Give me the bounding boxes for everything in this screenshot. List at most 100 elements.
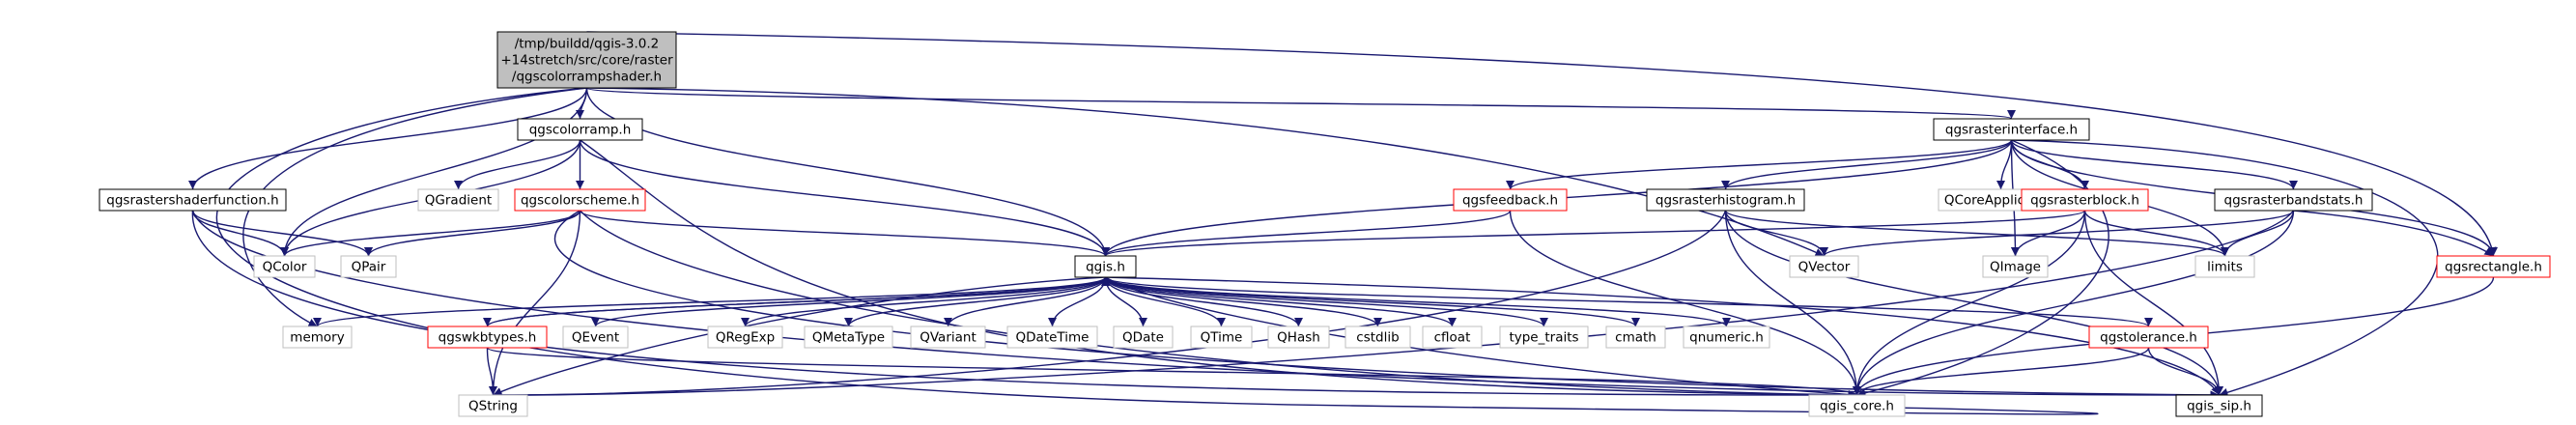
node-cmath: cmath xyxy=(1605,326,1666,349)
node-box-qvariant xyxy=(910,326,986,349)
node-box-qgsrasterbandstats xyxy=(2214,188,2373,212)
node-qdatetime: QDateTime xyxy=(1006,326,1098,349)
edge-qgis-to-qregexp xyxy=(741,276,1107,327)
edge-root-to-qgsrasterinterface xyxy=(585,87,2016,120)
node-qgscolorramp[interactable]: qgscolorramp.h xyxy=(517,118,643,141)
edge-qgsrasterbandstats-to-qgsrectangle xyxy=(2293,210,2494,257)
node-box-qhash xyxy=(1267,326,1330,349)
node-box-qevent xyxy=(562,326,629,349)
edge-qgis-to-cmath xyxy=(1104,276,1640,327)
node-qgsrasterblock[interactable]: qgsrasterblock.h xyxy=(2021,188,2149,212)
edge-qgsfeedback-to-qgis xyxy=(1101,210,1512,257)
node-label-qgsrasterblock: qgsrasterblock.h xyxy=(2030,193,2139,209)
node-label-qevent: QEvent xyxy=(572,330,619,346)
edge-qgsrasterbandstats-to-limits xyxy=(2221,210,2295,257)
edge-qgsrasterinterface-to-qgis_core xyxy=(1856,139,2109,398)
node-qregexp: QRegExp xyxy=(707,326,783,349)
edge-root-to-qgsrectangle xyxy=(586,31,2497,257)
edge-qgis-to-type_traits xyxy=(1104,276,1548,327)
node-qevent: QEvent xyxy=(562,326,629,349)
node-label-qhash: QHash xyxy=(1277,330,1320,346)
node-qimage: QImage xyxy=(1982,255,2049,278)
node-label-qgstolerance: qgstolerance.h xyxy=(2100,330,2197,346)
node-qgis[interactable]: qgis.h xyxy=(1074,255,1137,278)
node-box-qregexp xyxy=(707,326,783,349)
node-label-limits: limits xyxy=(2207,260,2243,275)
node-qgsrasterhistogram[interactable]: qgsrasterhistogram.h xyxy=(1646,188,1805,212)
node-box-qgsrasterblock xyxy=(2021,188,2149,212)
node-qgsfeedback[interactable]: qgsfeedback.h xyxy=(1453,188,1568,212)
node-box-cmath xyxy=(1605,326,1666,349)
node-label-qdatetime: QDateTime xyxy=(1016,330,1090,346)
node-box-qgsfeedback xyxy=(1453,188,1568,212)
node-box-cfloat xyxy=(1422,326,1483,349)
node-root[interactable]: /tmp/buildd/qgis-3.0.2+14stretch/src/cor… xyxy=(496,31,677,89)
node-qgscolorscheme[interactable]: qgscolorscheme.h xyxy=(514,188,646,212)
node-label-root: /tmp/buildd/qgis-3.0.2 xyxy=(515,37,660,52)
node-qgsrastershaderfunction[interactable]: qgsrastershaderfunction.h xyxy=(99,188,287,212)
node-label-qgis_sip: qgis_sip.h xyxy=(2187,399,2251,414)
edge-qgsrasterinterface-to-qgsrasterhistogram xyxy=(1721,139,2013,190)
node-qgsrectangle[interactable]: qgsrectangle.h xyxy=(2436,255,2551,278)
node-qgis_sip[interactable]: qgis_sip.h xyxy=(2175,394,2263,417)
node-box-qgstolerance xyxy=(2088,326,2209,349)
node-qpair: QPair xyxy=(340,255,397,278)
edge-qgsrasterbandstats-to-qvector xyxy=(1820,210,2295,257)
node-box-qcolor xyxy=(253,255,316,278)
node-label-qregexp: QRegExp xyxy=(716,330,775,346)
node-qgsgradient: QGradient xyxy=(417,188,499,212)
edge-qgis-to-qmetatype xyxy=(844,276,1107,327)
node-label-qstring: QString xyxy=(468,399,518,414)
node-box-qnumeric xyxy=(1683,326,1770,349)
edge-qgswkbtypes-to-qgis_core xyxy=(486,347,1861,396)
node-qgstolerance[interactable]: qgstolerance.h xyxy=(2088,326,2209,349)
node-box-qstring xyxy=(458,394,528,417)
edge-qgscolorscheme-to-qpair xyxy=(364,210,581,257)
node-label-qgscolorramp: qgscolorramp.h xyxy=(529,123,632,138)
node-label-qgswkbtypes: qgswkbtypes.h xyxy=(439,330,537,346)
node-cfloat: cfloat xyxy=(1422,326,1483,349)
node-label-qgis_core: qgis_core.h xyxy=(1820,399,1894,414)
node-label-qnumeric: qnumeric.h xyxy=(1689,330,1764,346)
node-box-qgsrasterhistogram xyxy=(1646,188,1805,212)
edge-qgscolorramp-to-qgis_core xyxy=(580,139,1857,400)
node-limits: limits xyxy=(2194,255,2255,278)
edge-qgsrasterinterface-to-qgsfeedback xyxy=(1506,139,2013,190)
edge-qgstolerance-to-qgis_sip xyxy=(2147,347,2223,396)
edge-qgis-to-qgstolerance xyxy=(1104,276,2153,327)
node-label-qtime: QTime xyxy=(1201,330,1243,346)
node-label-qgsrastershaderfunction: qgsrastershaderfunction.h xyxy=(106,193,278,209)
node-box-qdate xyxy=(1113,326,1174,349)
node-type_traits: type_traits xyxy=(1499,326,1589,349)
node-box-qgsgradient xyxy=(417,188,499,212)
node-box-qgis xyxy=(1074,255,1137,278)
node-box-qdatetime xyxy=(1006,326,1098,349)
node-label-qvector: QVector xyxy=(1798,260,1851,275)
node-qgsrasterbandstats[interactable]: qgsrasterbandstats.h xyxy=(2214,188,2373,212)
node-qgsrasterinterface[interactable]: qgsrasterinterface.h xyxy=(1933,118,2090,141)
edge-qgis-to-qnumeric xyxy=(1104,276,1731,327)
edge-qgis-to-qvariant xyxy=(944,276,1107,327)
edge-root-to-qcolor xyxy=(280,87,588,257)
edge-qgis-to-qhash xyxy=(1104,276,1303,327)
node-qgswkbtypes[interactable]: qgswkbtypes.h xyxy=(427,326,548,349)
edge-qgsrasterblock-to-qgis_core xyxy=(1853,210,2086,396)
node-box-qgswkbtypes xyxy=(427,326,548,349)
file-nodes: /tmp/buildd/qgis-3.0.2+14stretch/src/cor… xyxy=(99,31,2551,417)
node-memory: memory xyxy=(282,326,353,349)
node-label-qgsrasterinterface: qgsrasterinterface.h xyxy=(1945,123,2078,138)
node-label-qgsrasterbandstats: qgsrasterbandstats.h xyxy=(2224,193,2364,209)
node-box-limits xyxy=(2194,255,2255,278)
edge-qgscolorramp-to-qgsgradient xyxy=(454,139,581,190)
node-label-qgsfeedback: qgsfeedback.h xyxy=(1462,193,1558,209)
node-box-qgsrastershaderfunction xyxy=(99,188,287,212)
edge-qgis-to-qtime xyxy=(1104,276,1226,327)
node-box-qgis_sip xyxy=(2175,394,2263,417)
edge-qgis-to-memory xyxy=(313,276,1107,327)
node-box-qtime xyxy=(1190,326,1253,349)
node-label-root: /qgscolorrampshader.h xyxy=(512,70,662,85)
node-cstdlib: cstdlib xyxy=(1345,326,1411,349)
node-label-memory: memory xyxy=(290,330,344,346)
node-box-qmetatype xyxy=(804,326,893,349)
node-box-qpair xyxy=(340,255,397,278)
